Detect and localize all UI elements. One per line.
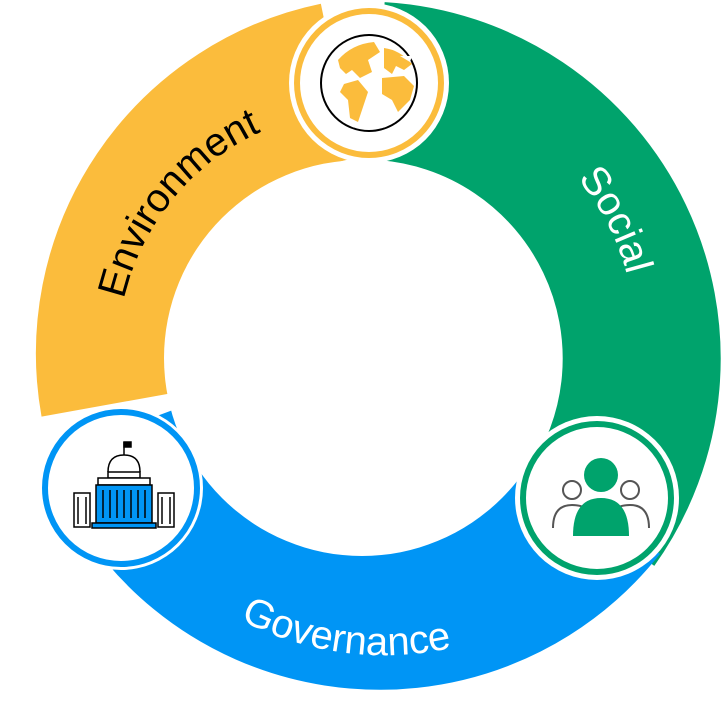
globe-icon: [320, 34, 418, 132]
governance-badge: [39, 406, 203, 570]
center-hole: [164, 160, 560, 556]
social-badge: [515, 416, 679, 580]
government-building-icon: [73, 441, 175, 529]
environment-badge: [289, 3, 449, 163]
environment-segment: [35, 3, 355, 417]
people-group-icon: [552, 458, 650, 536]
